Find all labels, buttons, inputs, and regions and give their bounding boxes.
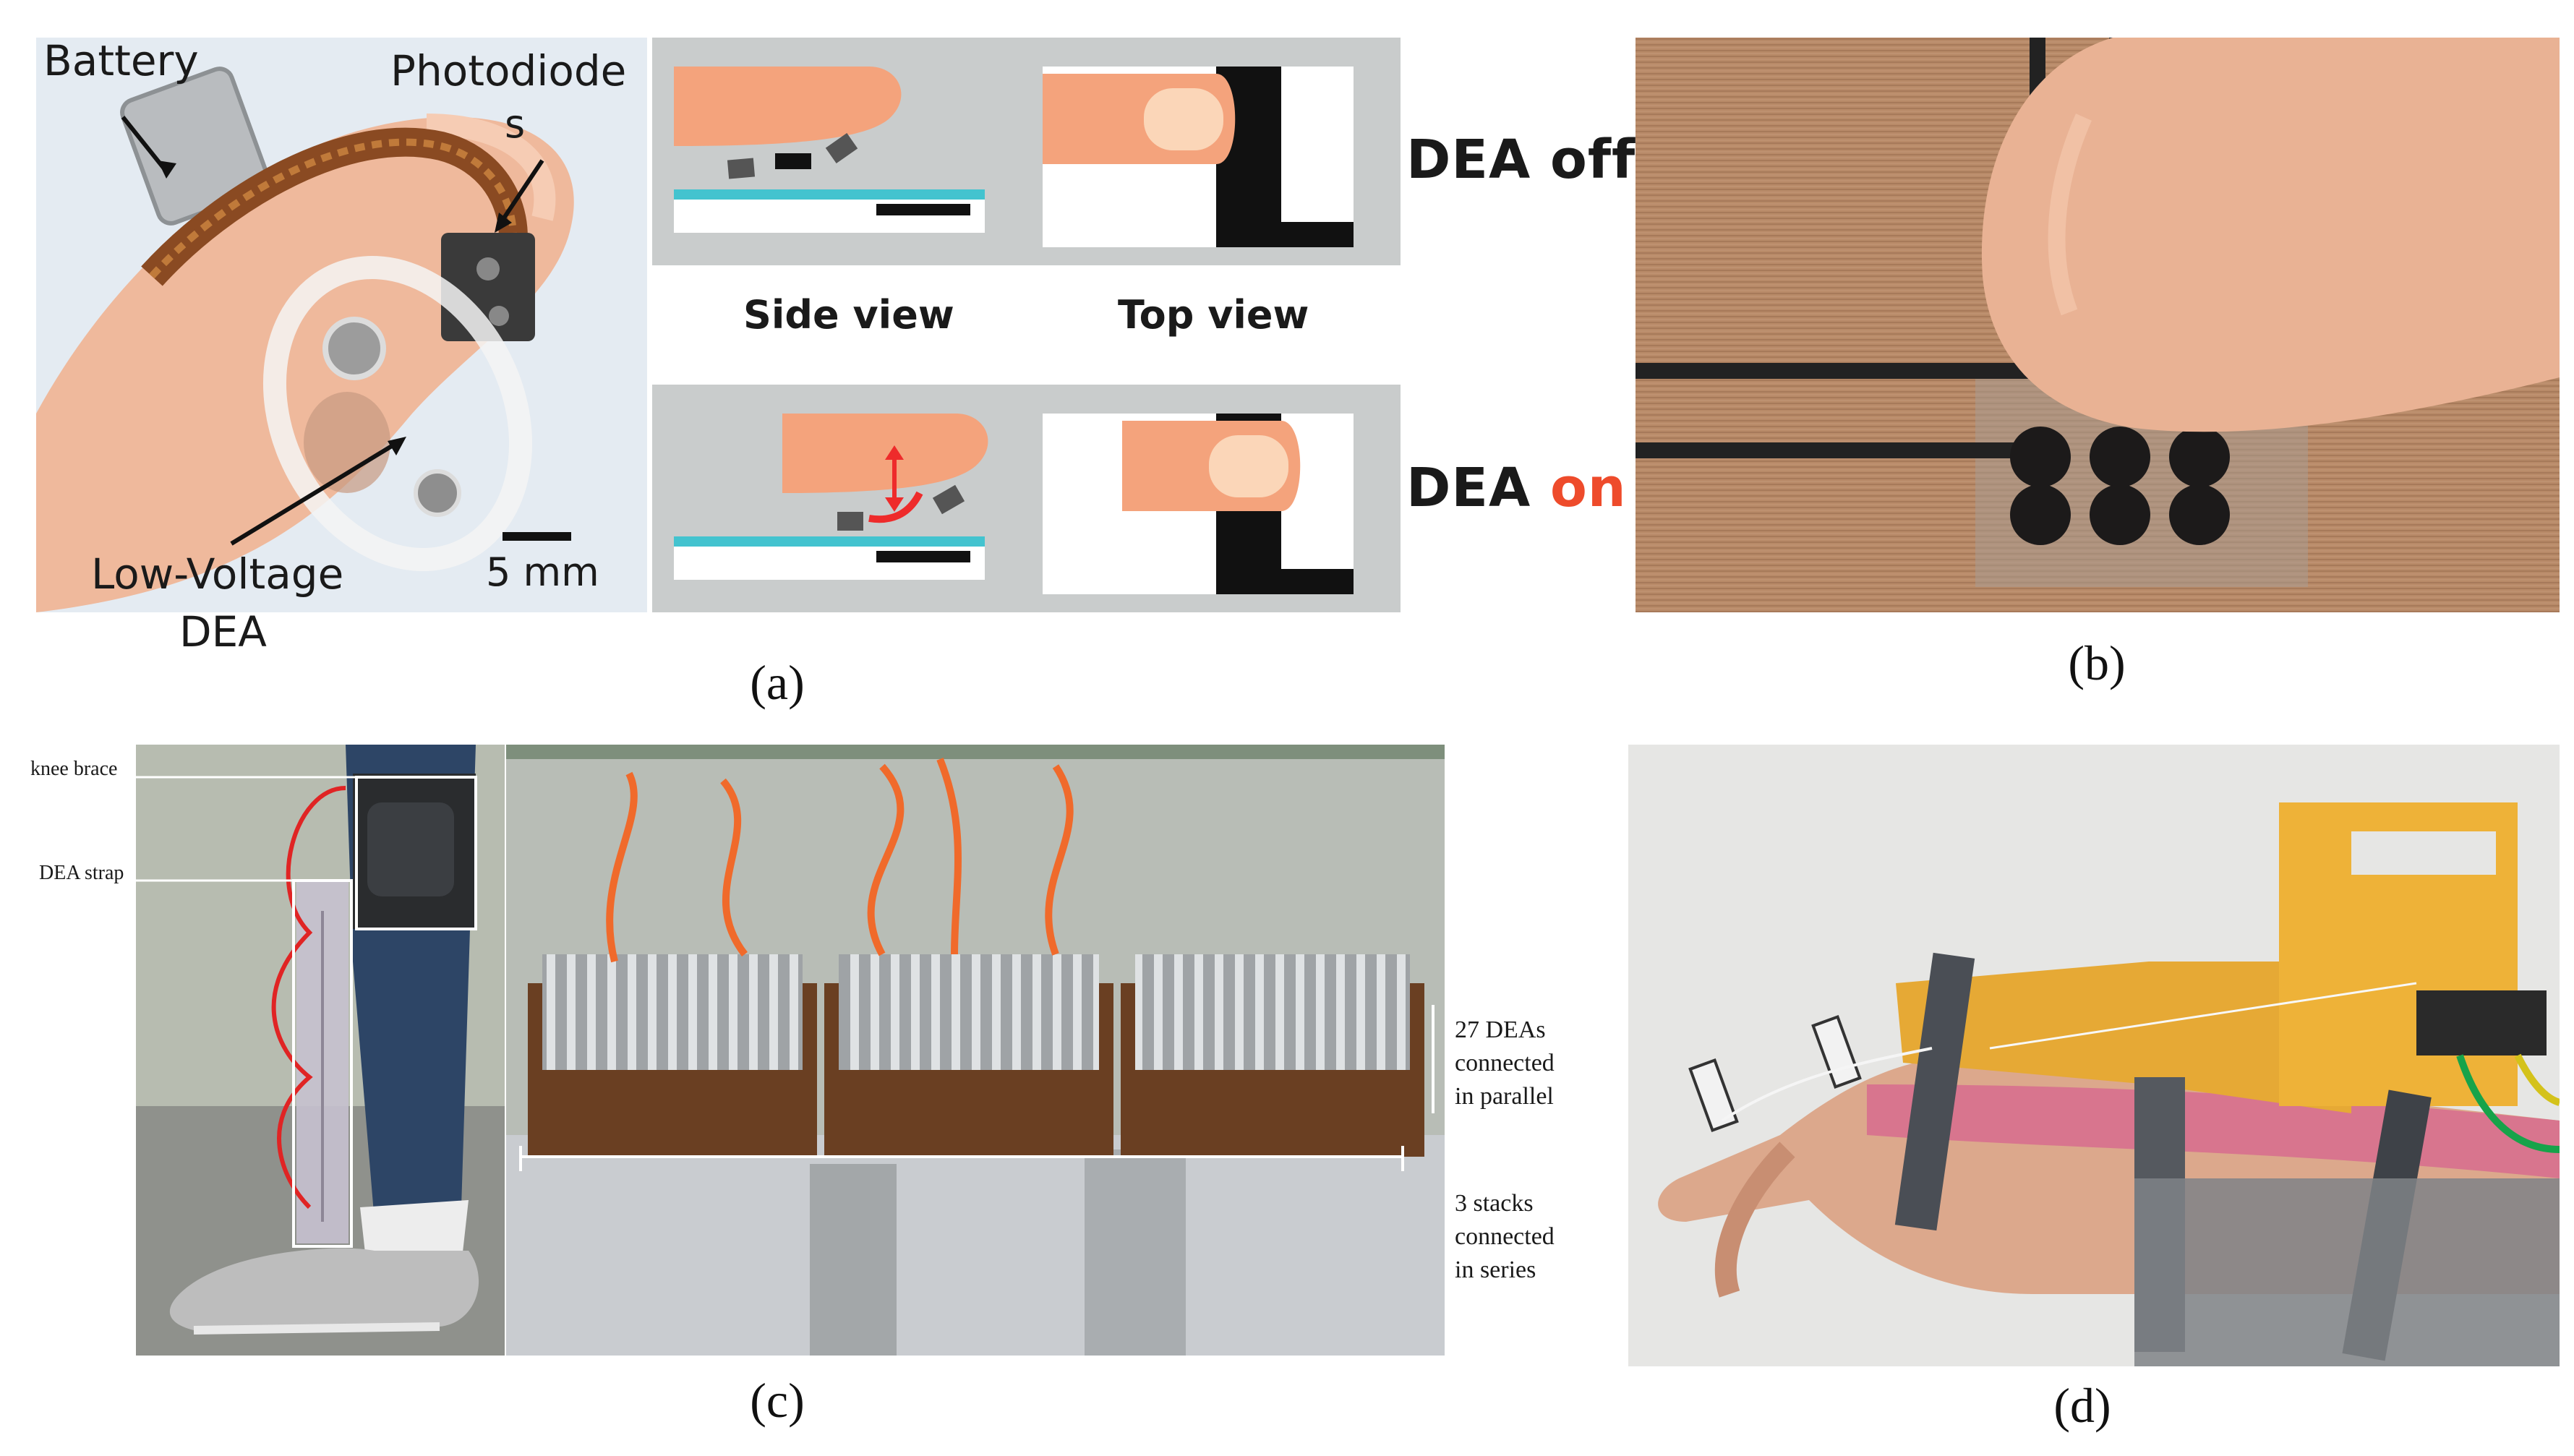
panel-d-photo	[1628, 745, 2560, 1366]
caption-d: (d)	[2053, 1378, 2111, 1433]
leg-with-dea-strap-illustration	[136, 745, 505, 1356]
scale-bar-label: 5 mm	[486, 549, 599, 595]
dea-off-state: off	[1550, 129, 1636, 191]
parallel-label-line2: connected	[1455, 1050, 1555, 1076]
schematic-on-box	[652, 385, 1401, 612]
dea-on-state: on	[1550, 457, 1627, 519]
panel-b-photo	[1636, 38, 2560, 612]
dea-on-label: DEA on	[1406, 457, 1627, 519]
caption-a: (a)	[750, 655, 805, 710]
hand-exoskeleton-illustration	[1628, 745, 2560, 1366]
finger-on-dea-array-illustration	[1636, 38, 2560, 612]
dea-on-prefix: DEA	[1406, 457, 1531, 519]
dea-label-line1: Low-Voltage	[91, 549, 344, 599]
ring-device-illustration	[36, 38, 647, 612]
panel-c-stack-photo	[506, 745, 1445, 1356]
schematic-off-drawing	[674, 67, 1354, 247]
photodiode-suffix-label: s	[505, 101, 526, 147]
caption-c: (c)	[750, 1373, 805, 1428]
schematic-on-drawing	[674, 414, 1354, 594]
side-view-label: Side view	[743, 292, 954, 338]
series-label-line3: in series	[1455, 1256, 1536, 1283]
panel-c-leg-photo	[136, 745, 505, 1356]
panel-a-photo	[36, 38, 647, 612]
parallel-label-line3: in parallel	[1455, 1083, 1554, 1110]
series-label-line1: 3 stacks	[1455, 1190, 1534, 1217]
photodiode-label: Photodiode	[390, 46, 627, 95]
dea-strap-label: DEA strap	[39, 862, 124, 884]
knee-brace-label: knee brace	[30, 758, 118, 780]
dea-off-prefix: DEA	[1406, 129, 1531, 191]
battery-label: Battery	[43, 36, 199, 85]
dea-stacks-illustration	[506, 745, 1445, 1356]
top-view-label: Top view	[1118, 292, 1309, 338]
parallel-label: 27 DEAs connected in parallel	[1455, 1014, 1555, 1113]
schematic-off-box	[652, 38, 1401, 265]
series-label: 3 stacks connected in series	[1455, 1187, 1555, 1287]
dea-label-line2: DEA	[179, 607, 267, 656]
series-label-line2: connected	[1455, 1223, 1555, 1250]
caption-b: (b)	[2068, 635, 2126, 690]
parallel-label-line1: 27 DEAs	[1455, 1016, 1546, 1043]
dea-off-label: DEA off	[1406, 129, 1636, 191]
